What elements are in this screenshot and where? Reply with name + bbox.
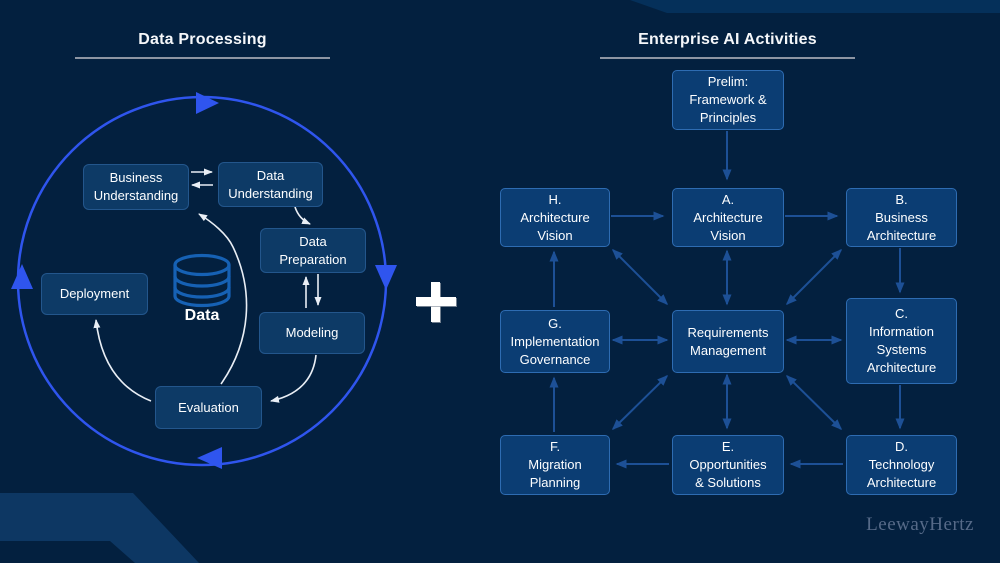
node-d-technology-architecture: D. Technology Architecture (846, 435, 957, 495)
brand-watermark: LeewayHertz (866, 514, 974, 535)
cycle-arrow-top (196, 92, 219, 114)
left-section-title: Data Processing (138, 31, 267, 48)
node-business-understanding: Business Understanding (83, 164, 189, 210)
plus-sign (416, 282, 456, 322)
arrow-evaluation-to-deployment (93, 319, 152, 402)
arrow-requirements-b (785, 248, 843, 306)
cycle-arrow-left (11, 264, 33, 289)
top-right-band (630, 0, 1000, 13)
plus-horizontal-bar (416, 297, 456, 306)
node-prelim-framework-principles: Prelim: Framework & Principles (672, 70, 784, 130)
node-c-information-systems-architecture: C. Information Systems Architecture (846, 298, 957, 384)
left-title-underline (75, 57, 330, 59)
cycle-arrow-bottom (197, 447, 222, 469)
node-g-implementation-governance: G. Implementation Governance (500, 310, 610, 373)
cycle-arrow-right (375, 265, 397, 290)
bottom-left-band (0, 493, 199, 563)
node-f-migration-planning: F. Migration Planning (500, 435, 610, 495)
database-icon (173, 253, 231, 308)
node-a-architecture-vision: A. Architecture Vision (672, 188, 784, 247)
node-deployment: Deployment (41, 273, 148, 315)
database-label: Data (184, 307, 220, 324)
arrow-data-understanding-to-preparation (294, 206, 311, 225)
node-data-understanding: Data Understanding (218, 162, 323, 207)
arrow-modeling-to-evaluation (270, 354, 317, 403)
arrow-requirements-h (611, 248, 669, 306)
node-evaluation: Evaluation (155, 386, 262, 429)
arrow-evaluation-to-business-understanding (198, 213, 248, 385)
node-h-architecture-vision: H. Architecture Vision (500, 188, 610, 247)
arrow-requirements-d (785, 374, 843, 431)
node-e-opportunities-solutions: E. Opportunities & Solutions (672, 435, 784, 495)
arrow-requirements-f (611, 374, 669, 431)
node-modeling: Modeling (259, 312, 365, 354)
node-requirements-management: Requirements Management (672, 310, 784, 373)
node-data-preparation: Data Preparation (260, 228, 366, 273)
right-section-title: Enterprise AI Activities (638, 31, 817, 48)
node-b-business-architecture: B. Business Architecture (846, 188, 957, 247)
right-title-underline (600, 57, 855, 59)
